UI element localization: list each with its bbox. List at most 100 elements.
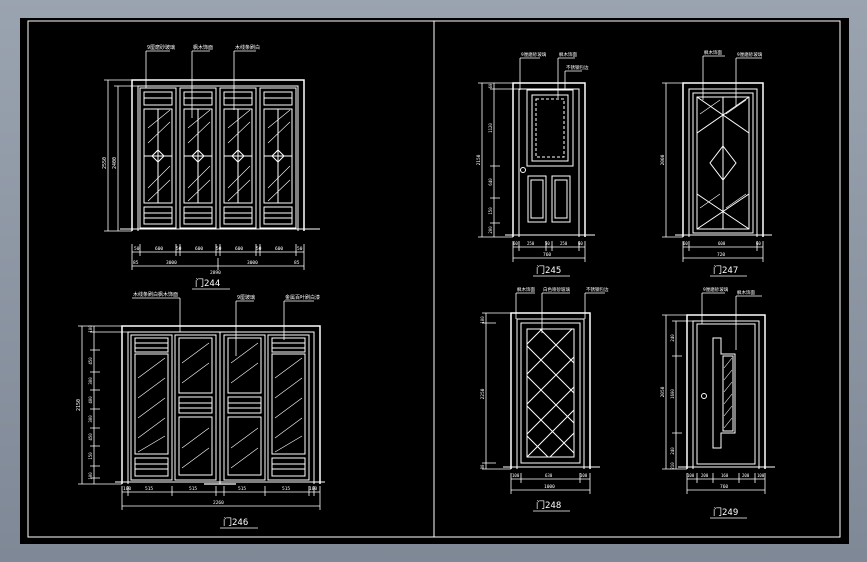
door-245[interactable]: [478, 57, 595, 262]
door-244-leaders: [145, 50, 256, 118]
door-249-vdim-5: 210: [670, 462, 675, 470]
door-245-leaf: [520, 89, 574, 223]
door-249-knob-icon: [701, 393, 707, 399]
door-246-hdim-total: 2260: [213, 500, 224, 506]
door-244-vdim-1: 2550: [102, 157, 108, 169]
door-248[interactable]: [482, 292, 605, 494]
door-244-hdim-5: 50: [216, 246, 222, 252]
door-245-vdim-5: 640: [488, 178, 493, 186]
door-249-hdim-3: 160: [721, 473, 729, 478]
door-244-horizontal-dimensions: [131, 244, 305, 270]
door-248-vdim-3: 80: [480, 464, 485, 469]
door-246-title: 门246: [223, 516, 248, 528]
door-249-vdim-1: 240: [670, 334, 675, 342]
door-244-hdim-8: 600: [275, 246, 283, 252]
door-249-hdim-4: 200: [742, 473, 750, 478]
door-246-vdim-6: 300: [88, 415, 93, 423]
door-246-hdim-2: 515: [145, 486, 153, 492]
door-248-vertical-dimensions: [482, 312, 511, 470]
door-247-outer-frame: [682, 82, 764, 237]
door-248-callout-1: 枫木饰面: [517, 286, 535, 293]
door-246-hdim-3: 515: [189, 486, 197, 492]
door-245-vdim-4: 1120: [488, 123, 493, 133]
door-247-callout-1: 枫木饰面: [704, 49, 722, 56]
text-layer: 门244 门246 门245 门247 门248 门249 9厘磨砂玻璃 枫木饰…: [76, 44, 765, 528]
door-245-vertical-dimensions: [478, 82, 519, 238]
door-246-vdim-8: 150: [88, 452, 93, 460]
door-244[interactable]: [104, 50, 320, 270]
door-245-callout-3: 不锈钢包边: [566, 64, 589, 71]
door-249-hdim-total: 760: [720, 484, 728, 490]
door-244-hdim2-2: 3000: [166, 260, 177, 266]
door-248-horizontal-dimensions: [510, 473, 591, 494]
door-245-horizontal-dimensions: [512, 241, 586, 262]
door-248-leaders: [515, 292, 605, 333]
door-247[interactable]: [662, 55, 772, 262]
door-249-vertical-dimensions: [662, 314, 693, 470]
door-246-callout-3: 金属百叶刷白漆: [285, 294, 320, 301]
door-246-hdim-1: 100: [123, 486, 131, 492]
door-246-vdim-3: 450: [88, 357, 93, 365]
door-246[interactable]: [78, 297, 325, 510]
door-246-hdim-6: 100: [309, 486, 317, 492]
door-244-vdim-2: 2400: [112, 157, 118, 169]
door-249-horizontal-dimensions: [686, 473, 766, 494]
door-245-hdim-3: 50: [545, 241, 550, 246]
door-245-outer-frame: [512, 82, 586, 237]
door-244-hdim-6: 600: [235, 246, 243, 252]
door-247-vertical-dimension: [662, 82, 683, 238]
door-244-hdim-7: 50: [256, 246, 262, 252]
door-248-vdim-1: 100: [480, 316, 485, 324]
door-247-title: 门247: [713, 264, 738, 276]
door-248-vdim-2: 2250: [480, 388, 486, 399]
door-247-hdim-3: 60: [756, 241, 761, 246]
door-246-vertical-dimensions: [78, 325, 128, 485]
door-248-title: 门248: [536, 499, 561, 511]
door-246-vdim-total: 2150: [76, 399, 82, 411]
door-249-callout-2: 枫木饰面: [737, 289, 755, 296]
door-246-outer-frame: [121, 325, 321, 484]
door-246-vdim-4: 300: [88, 377, 93, 385]
door-248-hdim-2: 630: [545, 473, 553, 478]
door-245-knob-icon: [520, 167, 526, 173]
door-245-hdim-5: 60: [578, 241, 583, 246]
door-246-inner-frame: [127, 331, 315, 484]
door-247-leaders: [702, 55, 762, 106]
door-248-hdim-total: 1000: [544, 484, 555, 490]
door-247-hdim-total: 720: [717, 252, 725, 258]
door-245-vdim-6: 150: [488, 207, 493, 215]
door-246-callout-2: 9厘玻璃: [237, 294, 255, 301]
door-244-callout-1: 9厘磨砂玻璃: [147, 44, 175, 51]
door-246-callout-1: 木线条刷白枫木饰面: [133, 291, 178, 298]
door-249-hdim-2: 200: [701, 473, 709, 478]
door-246-hdim-5: 515: [282, 486, 290, 492]
door-246-horizontal-dimensions: [121, 483, 321, 510]
door-246-hdim-4: 515: [238, 486, 246, 492]
door-249-inner-frame: [692, 320, 760, 469]
door-249[interactable]: [662, 292, 775, 494]
door-249-outer-frame: [686, 314, 766, 469]
door-244-callout-3: 木线条刷白: [235, 44, 260, 51]
door-246-leaves: [130, 334, 310, 481]
door-elevations-drawing: 门244 门246 门245 门247 门248 门249 9厘磨砂玻璃 枫木饰…: [27, 20, 841, 538]
cad-sheet[interactable]: 门244 门246 门245 门247 门248 门249 9厘磨砂玻璃 枫木饰…: [20, 18, 849, 544]
door-245-vdim-3: 60: [488, 83, 493, 88]
door-245-vdim-7: 200: [488, 226, 493, 234]
door-244-hdim-2: 600: [155, 246, 163, 252]
door-248-hdim-3: 100: [580, 473, 588, 478]
door-245-hdim-4: 250: [560, 241, 568, 246]
door-246-vdim-2: 100: [88, 325, 93, 333]
door-248-inner-frame: [516, 318, 585, 469]
door-244-hdim-3: 50: [176, 246, 182, 252]
door-248-callout-3: 不锈钢包边: [586, 286, 609, 293]
door-249-vdim-4: 240: [670, 447, 675, 455]
door-245-hdim-2: 250: [527, 241, 535, 246]
door-244-hdim2-4: 3000: [247, 260, 258, 266]
door-249-title: 门249: [713, 506, 738, 518]
door-249-vdim-3: 1600: [670, 389, 675, 399]
door-245-leaders: [519, 57, 582, 98]
door-247-hdim-2: 600: [718, 241, 726, 246]
door-247-horizontal-dimensions: [682, 241, 764, 262]
door-245-callout-2: 枫木饰面: [559, 51, 577, 58]
door-245-inner-frame: [518, 88, 580, 237]
